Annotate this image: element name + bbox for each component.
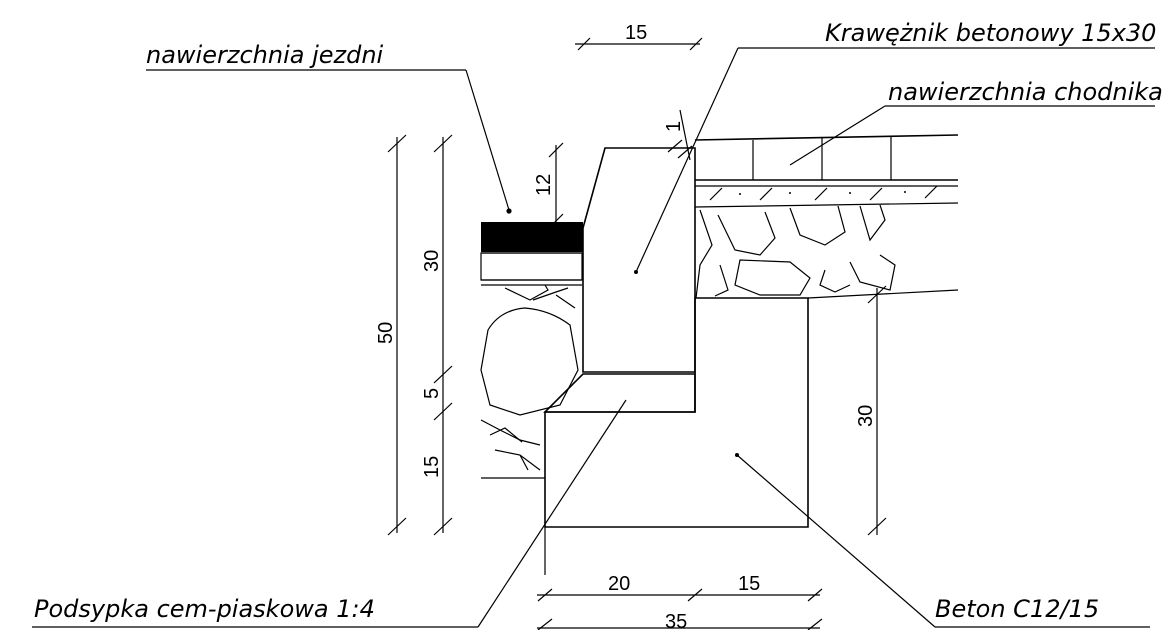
dim-total-height: 50	[375, 322, 397, 344]
dim-bedding: 5	[421, 388, 443, 399]
dim-left-width: 20	[608, 573, 630, 595]
sidewalk-aggregate	[695, 204, 959, 299]
label-bedding: Podsypka cem-piaskowa 1:4	[34, 595, 375, 623]
road-structure	[480, 222, 583, 479]
dim-foundation-right: 30	[855, 405, 877, 427]
label-road-surface: nawierzchnia jezdni	[146, 41, 384, 69]
bedding-layer	[543, 373, 696, 413]
road-aggregate	[480, 284, 579, 479]
road-base-layer	[480, 252, 583, 281]
dim-offset-1: 1	[663, 121, 685, 132]
dim-total-width: 35	[665, 611, 687, 630]
dim-curb-reveal: 12	[533, 174, 555, 196]
asphalt-layer	[481, 222, 583, 252]
sidewalk-structure	[694, 134, 959, 299]
leader-lines	[32, 47, 1155, 628]
dimension-lines	[387, 37, 887, 630]
concrete-foundation	[544, 297, 809, 528]
dim-curb-height: 30	[421, 250, 443, 272]
dim-top-width: 15	[625, 22, 647, 44]
label-sidewalk-surface: nawierzchnia chodnika	[888, 78, 1162, 106]
dim-foundation: 15	[421, 456, 443, 478]
concrete-curb	[582, 147, 696, 373]
label-curb: Krawężnik betonowy 15x30	[825, 19, 1156, 47]
label-concrete: Beton C12/15	[935, 595, 1099, 623]
dim-right-width: 15	[738, 573, 760, 595]
